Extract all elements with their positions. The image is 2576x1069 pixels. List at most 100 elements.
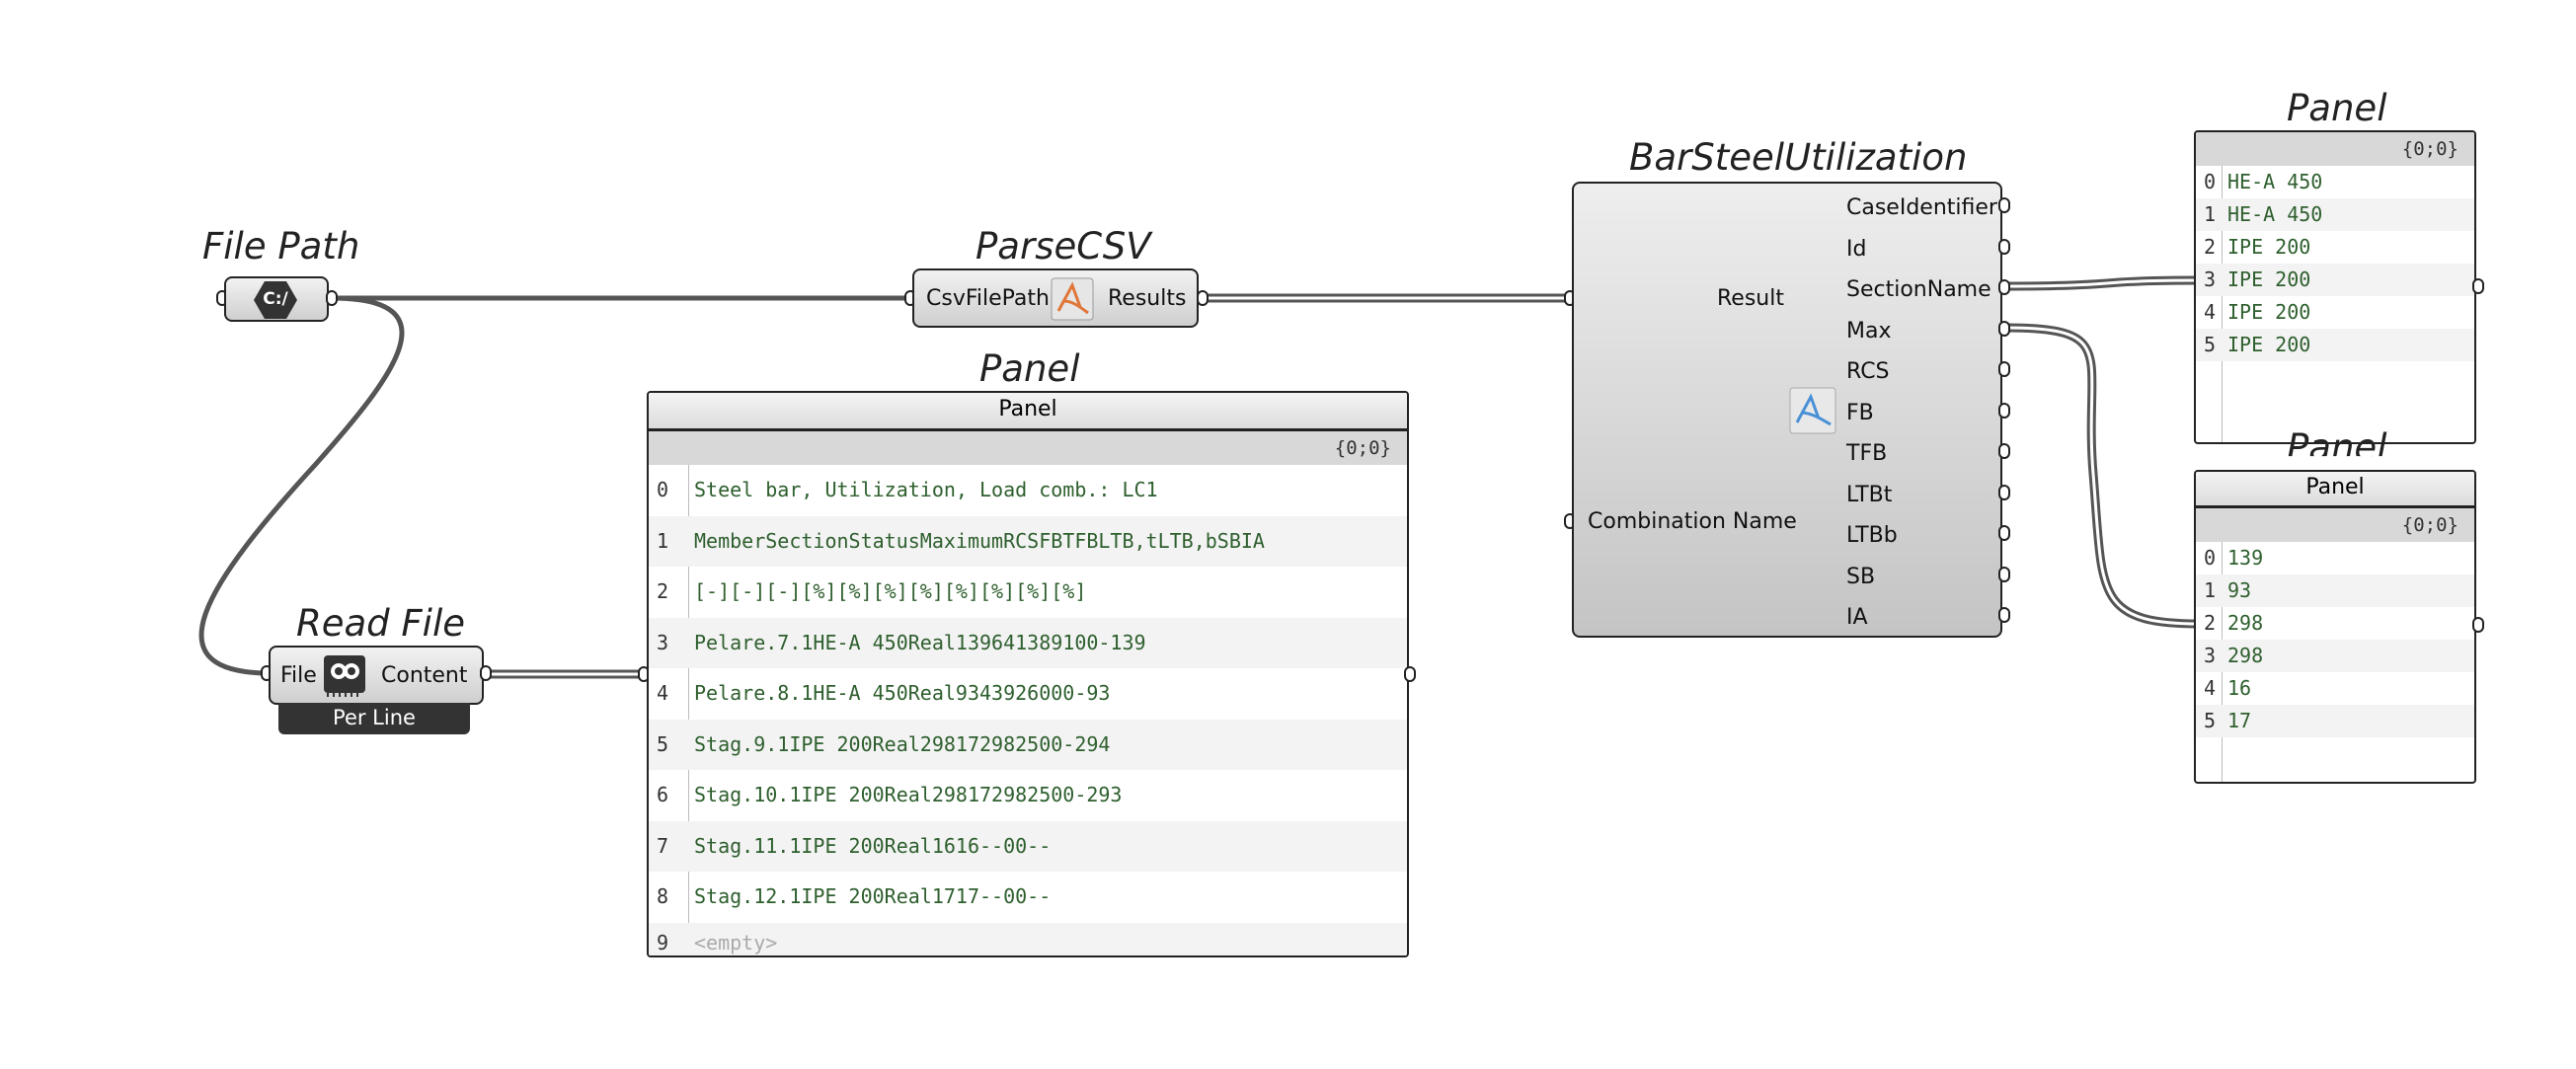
row-value: 16 [2227,676,2252,700]
panel-row: 2 IPE 200 [2196,231,2474,264]
file-path-output-port[interactable] [326,290,338,306]
readfile-input-label: File [280,663,317,688]
panel-row: 3 298 [2196,640,2474,672]
barsteel-output-label: LTBb [1846,523,1898,548]
main-panel-title: Panel [979,347,1080,390]
barsteel-output-port[interactable] [1998,566,2010,582]
sections-panel-index-divider [2222,166,2223,442]
row-index: 5 [2204,709,2217,732]
readfile-output-label: Content [381,663,468,688]
row-index: 1 [2204,202,2217,226]
max-panel-title: Panel [2287,426,2387,469]
panel-row: 5 17 [2196,705,2474,737]
barsteel-output-port[interactable] [1998,607,2010,623]
row-value: HE-A 450 [2227,202,2323,226]
row-value: IPE 200 [2227,300,2311,324]
main-panel-header: Panel [649,393,1407,431]
barsteel-output-port[interactable] [1998,279,2010,295]
row-index: 2 [2204,235,2217,259]
parsecsv-output-label: Results [1108,286,1187,311]
row-value: IPE 200 [2227,235,2311,259]
panel-row: 9<empty> [649,922,1407,955]
panel-row: 4 16 [2196,672,2474,705]
sections-panel-path: {0;0} [2196,132,2474,166]
barsteel-output-port[interactable] [1998,197,2010,213]
parsecsv-icon [1051,277,1094,321]
panel-row: 8 Stag.12.1IPE 200Real1717--00-- [649,872,1407,923]
barsteel-output-label: Max [1846,318,1892,344]
sections-panel-title: Panel [2287,87,2387,129]
row-value: Stag.12.1IPE 200Real1717--00-- [694,884,1052,908]
row-index: 1 [2204,578,2217,602]
readfile-icon [324,655,365,697]
parsecsv-title: ParseCSV [976,225,1151,267]
barsteel-title: BarSteelUtilization [1629,136,1968,179]
barsteel-output-port[interactable] [1998,320,2010,337]
max-panel-output-port[interactable] [2472,617,2484,633]
panel-row: 2[-][-][-][%][%][%][%][%][%][%][%] [649,567,1407,618]
readfile-output-port[interactable] [480,665,492,681]
barsteel-output-label: SectionName [1846,277,1991,302]
row-index: 3 [2204,644,2217,667]
parsecsv-output-port[interactable] [1197,290,1209,306]
row-value: IPE 200 [2227,333,2311,356]
row-value: IPE 200 [2227,267,2311,291]
main-panel-output-port[interactable] [1404,666,1416,682]
barsteel-output-label: FB [1846,400,1874,425]
barsteel-output-label: LTBt [1846,482,1893,507]
file-path-title: File Path [202,225,360,267]
readfile-component[interactable]: File Content [269,646,484,705]
panel-row: 5 IPE 200 [2196,329,2474,361]
barsteel-output-port[interactable] [1998,361,2010,377]
row-value: 17 [2227,709,2252,732]
row-index: 4 [2204,676,2217,700]
parsecsv-component[interactable]: CsvFilePath Results [912,268,1199,328]
barsteel-output-label: Id [1846,236,1867,262]
row-value: HE-A 450 [2227,170,2323,193]
row-value: 298 [2227,644,2264,667]
sections-panel-output-port[interactable] [2472,278,2484,294]
panel-row: 1 HE-A 450 [2196,198,2474,231]
barsteel-output-port[interactable] [1998,443,2010,459]
row-value: 139 [2227,546,2264,570]
row-value: <empty> [694,930,778,954]
barsteel-output-port[interactable] [1998,484,2010,500]
row-index: 5 [2204,333,2217,356]
barsteel-output-port[interactable] [1998,402,2010,419]
row-index: 0 [2204,546,2217,570]
row-value: 298 [2227,611,2264,635]
readfile-title: Read File [296,602,465,645]
row-value: 93 [2227,578,2252,602]
row-index: 2 [657,579,669,603]
row-index: 8 [657,884,669,908]
row-value: Pelare.8.1HE-A 450Real9343926000-93 [694,681,1111,705]
panel-row: 2 298 [2196,607,2474,640]
row-value: Stag.9.1IPE 200Real298172982500-294 [694,731,1111,756]
row-index: 1 [657,528,669,553]
wire-filepath-readfile [198,295,405,676]
barsteel-input-combination: Combination Name [1588,509,1797,534]
barsteel-output-label: TFB [1846,441,1888,466]
barsteel-output-port[interactable] [1998,238,2010,255]
panel-row: 1 MemberSectionStatusMaximumRCSFBTFBLTB,t… [649,515,1407,567]
row-index: 4 [2204,300,2217,324]
row-value: MemberSectionStatusMaximumRCSFBTFBLTB,tL… [694,528,1265,553]
row-index: 2 [2204,611,2217,635]
main-panel-path: {0;0} [649,431,1407,465]
barsteel-output-port[interactable] [1998,525,2010,541]
main-panel-index-divider [688,465,689,955]
file-path-component[interactable]: C:/ [224,276,329,322]
parsecsv-input-label: CsvFilePath [926,286,1050,311]
readfile-mode-badge: Per Line [278,703,470,734]
